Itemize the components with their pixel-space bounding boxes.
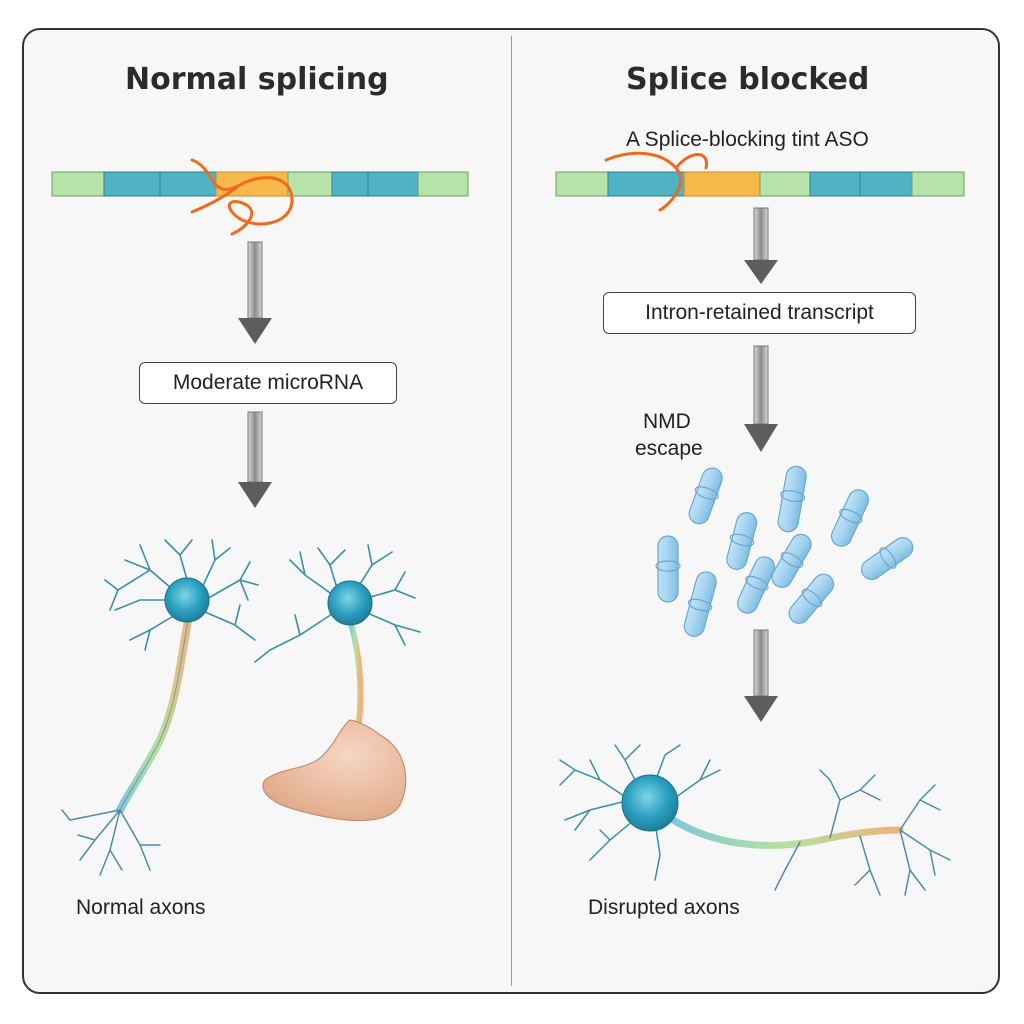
left-caption: Normal axons [76, 896, 206, 919]
nmd-label-line1: NMD [643, 410, 691, 433]
right-arrow-3 [744, 629, 778, 722]
left-neuron-normal [61, 539, 259, 876]
right-arrow-1 [744, 207, 778, 284]
nmd-label-line2: escape [635, 437, 703, 460]
vesicle-cluster [655, 465, 914, 637]
aso-label: A Splice-blocking tint ASO [626, 128, 869, 151]
right-arrow-2 [744, 345, 778, 452]
left-arrow-1 [238, 241, 272, 344]
right-panel-title: Splice blocked [626, 62, 870, 97]
left-neuron-with-swelling [254, 544, 421, 822]
left-aso-loop [190, 158, 294, 236]
left-transcript-bar [51, 171, 469, 197]
right-neuron-disrupted [559, 744, 951, 896]
left-box-moderate-microrna: Moderate microRNA [139, 362, 397, 404]
left-panel-title: Normal splicing [125, 62, 389, 97]
right-aso-strand [604, 151, 708, 212]
right-box-intron-retained: Intron-retained transcript [603, 292, 916, 334]
panel-divider [511, 36, 512, 986]
left-arrow-2 [238, 411, 272, 508]
right-caption: Disrupted axons [588, 896, 740, 919]
right-transcript-bar [555, 171, 965, 197]
